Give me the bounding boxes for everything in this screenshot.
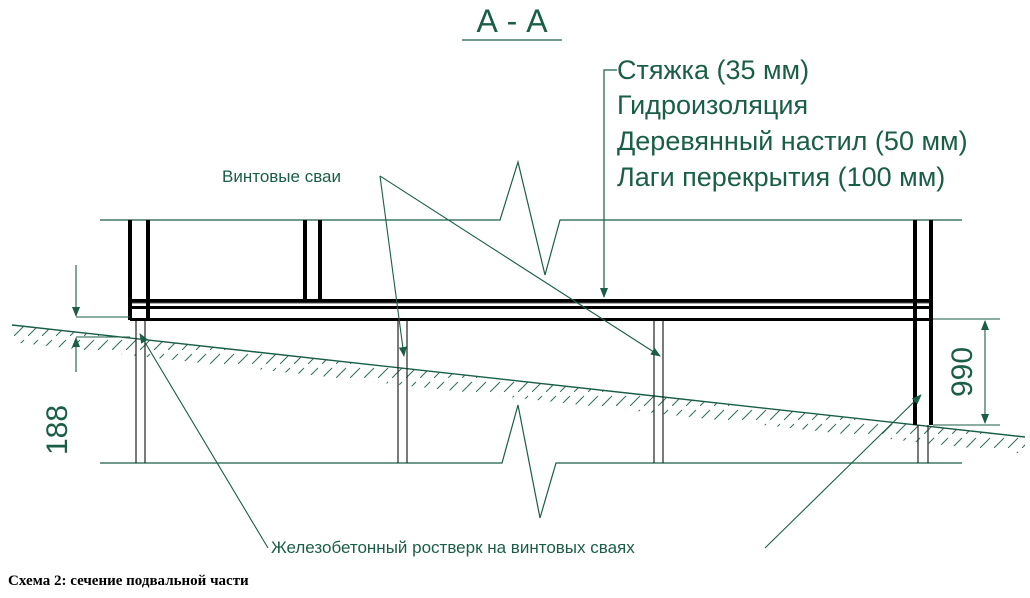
figure-caption: Схема 2: сечение подвальной части xyxy=(8,573,249,589)
layer-wood-deck: Деревянный настил (50 мм) xyxy=(617,126,968,156)
layer-joists: Лаги перекрытия (100 мм) xyxy=(617,162,945,192)
lower-break-line xyxy=(100,404,962,519)
dimension-right-value: 990 xyxy=(946,347,979,397)
dimension-left xyxy=(72,265,130,372)
grillage-annotation: Железобетонный ростверк на винтовых свая… xyxy=(139,333,922,557)
layers-annotation: Стяжка (35 мм) Гидроизоляция Деревянный … xyxy=(600,55,968,298)
screw-piles xyxy=(135,321,929,463)
dimension-left-value: 188 xyxy=(41,405,74,455)
section-title: А - А xyxy=(476,3,548,39)
upper-break-line xyxy=(100,159,962,276)
floor-structure xyxy=(130,299,930,321)
grillage-label: Железобетонный ростверк на винтовых свая… xyxy=(271,538,635,557)
piles-annotation: Винтовые сваи xyxy=(222,167,661,357)
ground xyxy=(11,324,1026,454)
dimension-right xyxy=(933,318,1000,426)
wall-posts xyxy=(128,220,933,425)
layer-waterproofing: Гидроизоляция xyxy=(617,90,808,120)
ground-line xyxy=(11,324,1026,438)
piles-label: Винтовые сваи xyxy=(222,167,341,186)
layer-screed: Стяжка (35 мм) xyxy=(617,55,809,85)
